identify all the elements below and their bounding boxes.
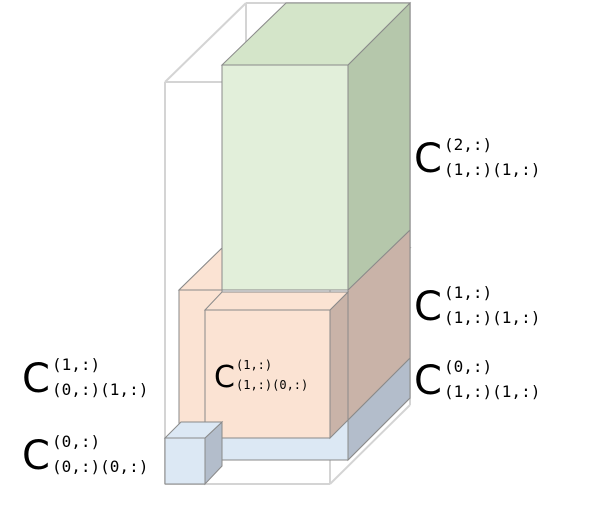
label-c1-01-11-sub: (0,:)(1,:)	[52, 380, 148, 399]
label-c1-11-11-base: C	[414, 284, 442, 330]
label-c0-00-00-sup: (0,:)	[52, 432, 100, 451]
label-c1-11-00: C (1,:) (1,:)(0,:)	[214, 358, 308, 395]
block-blue-small-cube	[163, 420, 224, 486]
label-c0-11-11-sup: (0,:)	[444, 357, 492, 376]
label-c1-11-11-sup: (1,:)	[444, 283, 492, 302]
block-peach-front	[203, 290, 350, 440]
label-c1-11-00-sub: (1,:)(0,:)	[236, 378, 308, 392]
label-c1-11-00-sup: (1,:)	[236, 358, 272, 372]
label-c1-01-11: C (1,:) (0,:)(1,:)	[22, 355, 148, 402]
label-c0-00-00-base: C	[22, 433, 50, 479]
label-c1-11-00-base: C	[214, 360, 235, 395]
label-c0-11-11: C (0,:) (1,:)(1,:)	[414, 357, 540, 404]
label-c1-01-11-sup: (1,:)	[52, 355, 100, 374]
block-green-top	[220, 1, 412, 292]
label-c0-00-00-sub: (0,:)(0,:)	[52, 457, 148, 476]
label-c1-11-11-sub: (1,:)(1,:)	[444, 308, 540, 327]
label-c2-11-11-sub: (1,:)(1,:)	[444, 160, 540, 179]
label-c2-11-11-base: C	[414, 136, 442, 182]
label-c0-00-00: C (0,:) (0,:)(0,:)	[22, 432, 148, 479]
label-c0-11-11-sub: (1,:)(1,:)	[444, 382, 540, 401]
label-c1-01-11-base: C	[22, 356, 50, 402]
label-c1-11-11: C (1,:) (1,:)(1,:)	[414, 283, 540, 330]
label-c2-11-11: C (2,:) (1,:)(1,:)	[414, 135, 540, 182]
label-c0-11-11-base: C	[414, 358, 442, 404]
label-c2-11-11-sup: (2,:)	[444, 135, 492, 154]
